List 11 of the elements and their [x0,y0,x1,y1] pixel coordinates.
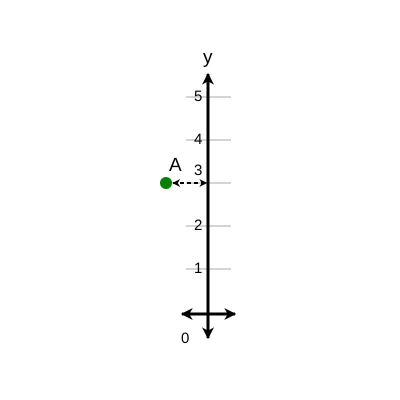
axis-label: y [203,48,212,67]
tick-label: 3 [194,163,202,178]
dashed-arrow [172,179,208,187]
tick-label: 5 [194,89,202,104]
tick-label: 4 [194,132,202,147]
tick-label: 0 [181,331,190,346]
tick-label: 2 [194,218,202,233]
tick-label: 1 [194,261,202,276]
point-label: A [169,156,182,175]
y-axis [202,72,214,340]
point [160,177,172,189]
